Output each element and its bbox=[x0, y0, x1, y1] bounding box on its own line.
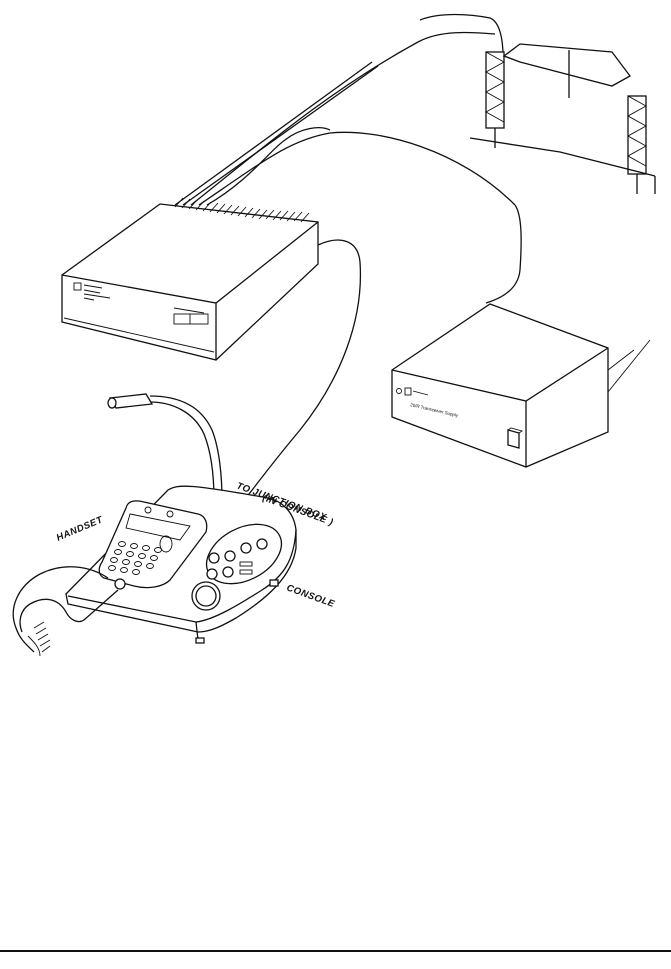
console-button bbox=[206, 568, 218, 580]
power-switch bbox=[507, 427, 524, 449]
radio-heatsink-fins bbox=[174, 197, 310, 223]
antenna-mast-left bbox=[485, 51, 505, 148]
handset bbox=[98, 500, 208, 590]
console-keypad-panel bbox=[205, 523, 283, 585]
console-button bbox=[208, 552, 220, 564]
console-button bbox=[222, 566, 234, 578]
handset-keypad bbox=[108, 535, 173, 575]
console-speaker bbox=[191, 581, 221, 611]
radio-front-label-right bbox=[173, 307, 209, 325]
footer-rule bbox=[0, 950, 671, 952]
label-handset: HANDSET bbox=[55, 514, 105, 544]
console-foot bbox=[195, 637, 205, 644]
cable-to-console bbox=[231, 239, 362, 517]
antenna-crossbar bbox=[469, 43, 656, 194]
label-console: CONSOLE bbox=[285, 582, 336, 610]
radio-front-label-left bbox=[73, 282, 111, 301]
handset-cord-jack bbox=[114, 578, 126, 590]
cable-feed-to-supply bbox=[485, 204, 522, 304]
console-button bbox=[256, 538, 268, 550]
console-button bbox=[224, 550, 236, 562]
handset-cord bbox=[12, 566, 119, 657]
console-button bbox=[240, 542, 252, 554]
transceiver-supply: 20/R Transceiver Supply bbox=[391, 303, 651, 468]
console-foot bbox=[269, 579, 279, 587]
antenna-mast-right bbox=[627, 95, 647, 194]
antenna-feedlines bbox=[174, 13, 516, 206]
radio-unit bbox=[61, 197, 319, 361]
